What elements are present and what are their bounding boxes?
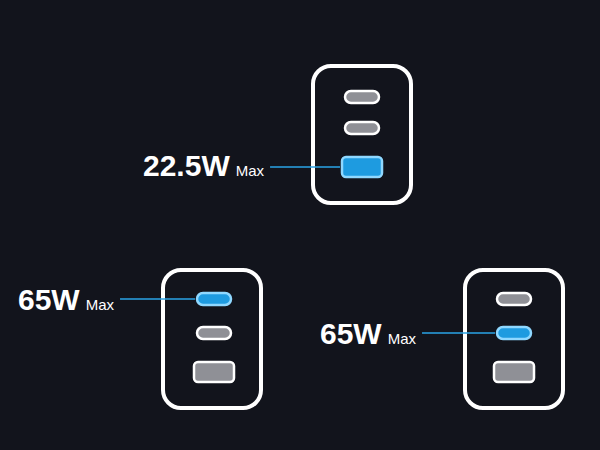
- charger-body: [465, 270, 563, 408]
- usb-a-port-active: [342, 157, 382, 177]
- charger-body: [313, 66, 411, 203]
- usb-c-port-active: [197, 293, 231, 305]
- usb-c-port: [345, 91, 379, 103]
- usb-c-port: [497, 293, 531, 305]
- wattage-label: 22.5W: [143, 151, 230, 181]
- max-label: Max: [388, 331, 416, 346]
- max-label: Max: [236, 163, 264, 178]
- leader-line: [422, 332, 495, 334]
- leader-line: [120, 298, 195, 300]
- usb-c-port: [197, 327, 231, 339]
- charger-body: [163, 270, 261, 408]
- charger-right: [465, 270, 563, 408]
- usb-c-port: [345, 122, 379, 134]
- usb-a-port: [194, 362, 234, 382]
- wattage-label: 65W: [320, 319, 382, 349]
- usb-c-port-active: [497, 327, 531, 339]
- usb-a-port: [494, 362, 534, 382]
- leader-lines: [120, 167, 495, 333]
- charger-top: [313, 66, 411, 203]
- wattage-label: 65W: [18, 285, 80, 315]
- leader-line: [270, 166, 340, 168]
- charger-left: [163, 270, 261, 408]
- max-label: Max: [86, 297, 114, 312]
